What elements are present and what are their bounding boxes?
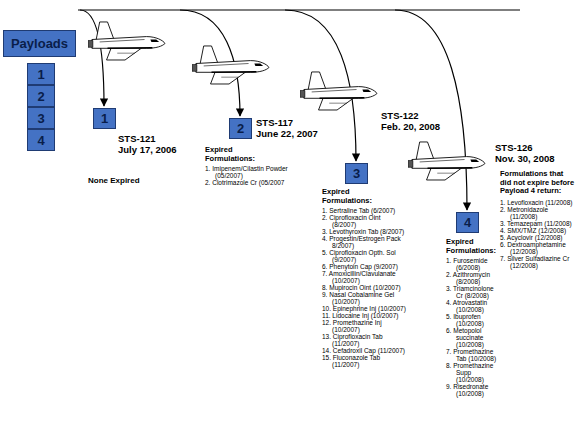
box-label: 4	[37, 134, 44, 147]
formulation-item: 5. Ibuprofen (10/2008)	[446, 313, 498, 327]
payload-number-box: 3	[27, 107, 55, 129]
list-heading: Expired Formulations:	[322, 188, 382, 205]
formulation-item: 2. Clotrimazole Cr (05/2007	[205, 179, 293, 186]
formulation-item: 1. Sertraline Tab (6/2007)	[322, 207, 406, 214]
formulation-item: 8. Mupirocin Oint (10/2007)	[322, 284, 406, 291]
mission-label: STS-126	[495, 142, 575, 153]
formulation-item: 11. Lidocaine Inj (10/2007)	[322, 312, 406, 319]
formulation-item: 9. Nasal Cobalamine Gel (10/2007)	[322, 291, 406, 305]
formulation-item: 6. Metopolol succinate (10/2008)	[446, 327, 498, 348]
shuttle-illustration	[192, 46, 269, 84]
box-label: 3	[37, 112, 44, 125]
label-group: None Expired	[88, 176, 178, 186]
label-group: STS-126Nov. 30, 2008	[495, 142, 575, 164]
timeline-payload-box: 4	[456, 212, 479, 233]
box-label: 1	[101, 112, 108, 125]
label-group: Expired Formulations: 1. Sertraline Tab (…	[322, 188, 406, 368]
formulation-item: 4. Progestin/Estrogen Pack 8/2007)	[322, 235, 406, 249]
formulation-item: 2. Ciprofloxacin Oint (8/2007)	[322, 214, 406, 228]
formulation-item: 7. Silver Sulfadiazine Cr (12/2008)	[500, 255, 575, 269]
shuttle-illustration	[88, 22, 165, 60]
list-heading: Formulations that did not expire before …	[500, 170, 575, 196]
payload-number-box: 1	[27, 63, 55, 85]
formulation-item: 14. Cefadroxil Cap (11/2007)	[322, 347, 406, 354]
box-label: 2	[37, 90, 44, 103]
label-group: Formulations that did not expire before …	[500, 170, 575, 269]
list-heading: Expired Formulations:	[446, 238, 506, 255]
shuttle-illustration	[408, 142, 485, 180]
box-label: 1	[37, 68, 44, 81]
box-label: 4	[464, 216, 471, 229]
mission-label: STS-121	[118, 133, 208, 144]
formulation-item: 2. Metronidazole (11/2008)	[500, 206, 575, 220]
label-group: STS-122Feb. 20, 2008	[381, 110, 471, 132]
formulation-item: 15. Fluconazole Tab (11/2007)	[322, 354, 406, 368]
mission-label: STS-117	[256, 117, 346, 128]
formulation-item: 6. Phenytoin Cap (9/2007)	[322, 263, 406, 270]
mission-label: Feb. 20, 2008	[381, 121, 471, 132]
box-label: 2	[237, 122, 244, 135]
formulation-item: 9. Risedronate (10/2008)	[446, 383, 498, 397]
list-heading: Expired Formulations:	[205, 146, 265, 163]
mission-label: July 17, 2006	[118, 144, 208, 155]
formulation-item: 3. Triamcinolone Cr (8/2008)	[446, 285, 498, 299]
formulation-item: 12. Promethazine Inj (10/2007)	[322, 319, 406, 333]
formulation-item: 8. Promethazine Supp (10/2008)	[446, 362, 498, 383]
label-group: STS-121July 17, 2006	[118, 133, 208, 155]
formulation-item: 4. SMX/TMZ (12/2008)	[500, 227, 575, 234]
formulation-item: 7. Promethazine Tab (10/2008)	[446, 348, 498, 362]
formulation-item: 1. Imipenem/Cilastin Powder (05/2007)	[205, 165, 293, 179]
mission-label: STS-122	[381, 110, 471, 121]
payload-number-box: 4	[27, 129, 55, 151]
box-label: 3	[353, 167, 360, 180]
label-group: STS-117June 22, 2007	[256, 117, 346, 139]
label-group: Expired Formulations:1. Furosemide (6/20…	[446, 238, 498, 397]
formulation-item: 3. Levothyroxin Tab (8/2007)	[322, 228, 406, 235]
timeline-payload-box: 2	[229, 118, 252, 139]
box-label: Payloads	[11, 37, 68, 50]
formulation-item: 13. Ciprofloxacin Tab (11/2007)	[322, 333, 406, 347]
payloads-header-box: Payloads	[3, 30, 76, 57]
status-note: None Expired	[88, 176, 178, 186]
formulation-item: 3. Temazepam (11/2008)	[500, 220, 575, 227]
formulation-item: 4. Atrovastatin (10/2008)	[446, 299, 498, 313]
formulation-item: 2. Azithromycin (8/2008)	[446, 271, 498, 285]
timeline-line	[78, 9, 520, 10]
shuttle-illustration	[300, 72, 377, 110]
payload-number-box: 2	[27, 85, 55, 107]
formulation-item: 5. Acyclovir (12/2008)	[500, 234, 575, 241]
formulation-item: 6. Dextroamphetamine (12/2008)	[500, 241, 575, 255]
formulation-item: 10. Epinephrine Inj (10/2007)	[322, 305, 406, 312]
formulation-item: 1. Levofloxacin (11/2008)	[500, 199, 575, 206]
label-group: Expired Formulations: 1. Imipenem/Cilasti…	[205, 146, 293, 186]
mission-label: June 22, 2007	[256, 128, 346, 139]
timeline-payload-box: 1	[93, 108, 116, 129]
formulation-item: 7. Amoxicillin/Clavulanate (10/2007)	[322, 270, 406, 284]
formulation-item: 1. Furosemide (6/2008)	[446, 257, 498, 271]
timeline-payload-box: 3	[345, 163, 368, 184]
formulation-item: 5. Ciprofloxacin Opth. Sol (9/2007)	[322, 249, 406, 263]
mission-label: Nov. 30, 2008	[495, 153, 575, 164]
